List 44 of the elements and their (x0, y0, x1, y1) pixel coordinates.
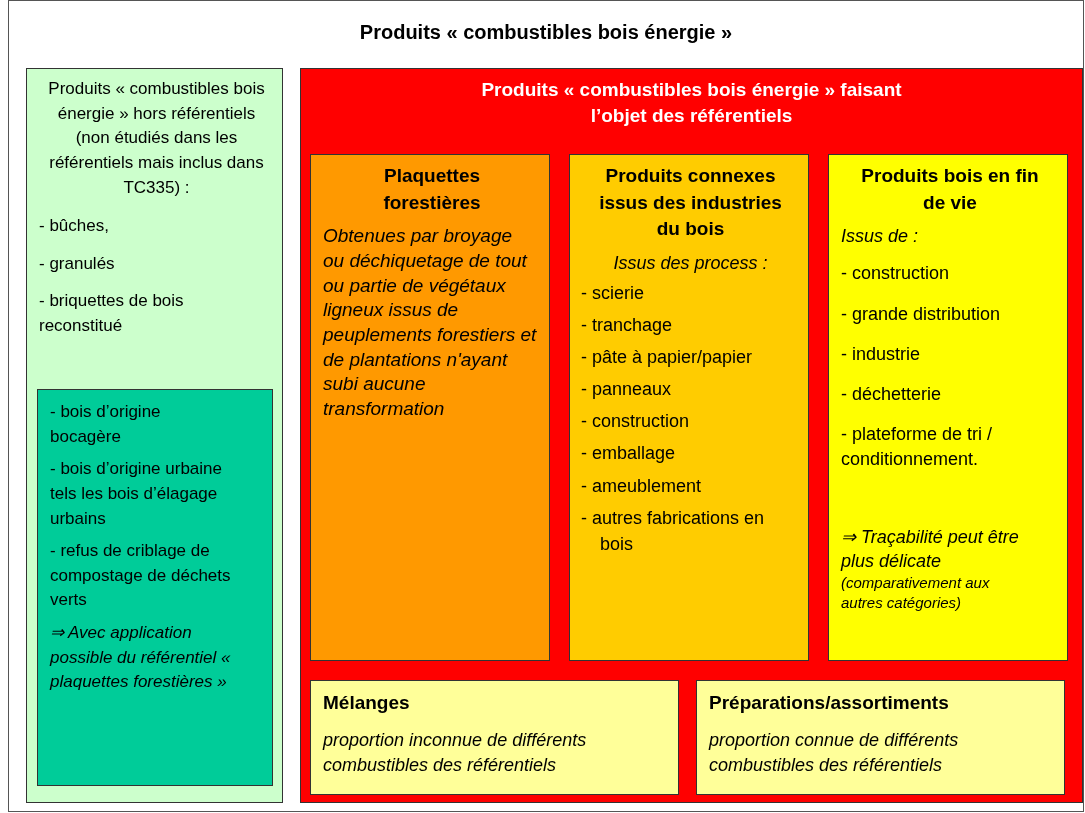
category-box (310, 680, 679, 795)
description-text: Issus de : (841, 225, 920, 249)
list-item: - construction (581, 410, 691, 434)
category-box (696, 680, 1065, 795)
list-item: - bûches, (39, 215, 110, 238)
frame-heading: Produits « combustibles bois énergie » (358, 20, 734, 45)
panel-heading: Produits « combustibles bois énergie » hors référentiels (non étudiés dans les référentiels mais inclus dans TC335) : (47, 78, 266, 199)
note-text: (comparativement aux autres catégories) (841, 573, 991, 613)
list-item: - ameublement (581, 474, 703, 498)
description-text: proportion inconnue de différents combustibles des référentiels (323, 728, 588, 777)
category-box (8, 0, 1084, 812)
category-box (300, 68, 1083, 803)
category-box (26, 68, 283, 803)
list-item: - industrie (841, 342, 922, 366)
list-item: - scierie (581, 281, 645, 305)
description-text: proportion connue de différents combustibles des référentiels (709, 728, 960, 777)
category-box (828, 154, 1068, 661)
description-text: Issus des process : (612, 251, 769, 275)
box-heading: Plaquettes forestières (382, 164, 482, 215)
note-text: ⇒ Avec application possible du référentiel « plaquettes forestières » (50, 622, 232, 694)
list-item: - déchetterie (841, 382, 943, 406)
list-item: - pâte à papier/papier (581, 346, 754, 370)
list-item: - bois d’origine bocagère (50, 401, 162, 448)
list-item: - refus de criblage de compostage de déchets verts (50, 540, 232, 612)
category-box (569, 154, 809, 661)
list-item: - briquettes de bois reconstitué (39, 290, 185, 338)
panel-heading: Produits « combustibles bois énergie » faisant l’objet des référentiels (480, 78, 903, 128)
list-item: - grande distribution (841, 302, 1002, 326)
box-heading: Préparations/assortiments (709, 691, 950, 715)
list-item: - autres fabrications en bois (581, 506, 766, 556)
list-item: - panneaux (581, 378, 673, 402)
note-text: ⇒ Traçabilité peut être plus délicate (841, 525, 1020, 573)
list-item: - plateforme de tri / conditionnement. (841, 423, 994, 472)
box-heading: Produits bois en fin de vie (860, 164, 1040, 215)
list-item: - granulés (39, 252, 116, 275)
category-box (37, 389, 273, 786)
box-heading: Produits connexes issus des industries du bois (598, 164, 783, 242)
description-text: Obtenues par broyage ou déchiquetage de tout ou partie de végétaux ligneux issus de peuplements forestiers et de plantations n'ayant subi aucune transformation (323, 224, 538, 421)
list-item: - construction (841, 262, 951, 286)
category-box (310, 154, 550, 661)
list-item: - bois d’origine urbaine tels les bois d’élagage urbains (50, 458, 223, 530)
box-heading: Mélanges (323, 691, 411, 715)
list-item: - tranchage (581, 314, 674, 338)
list-item: - emballage (581, 442, 677, 466)
